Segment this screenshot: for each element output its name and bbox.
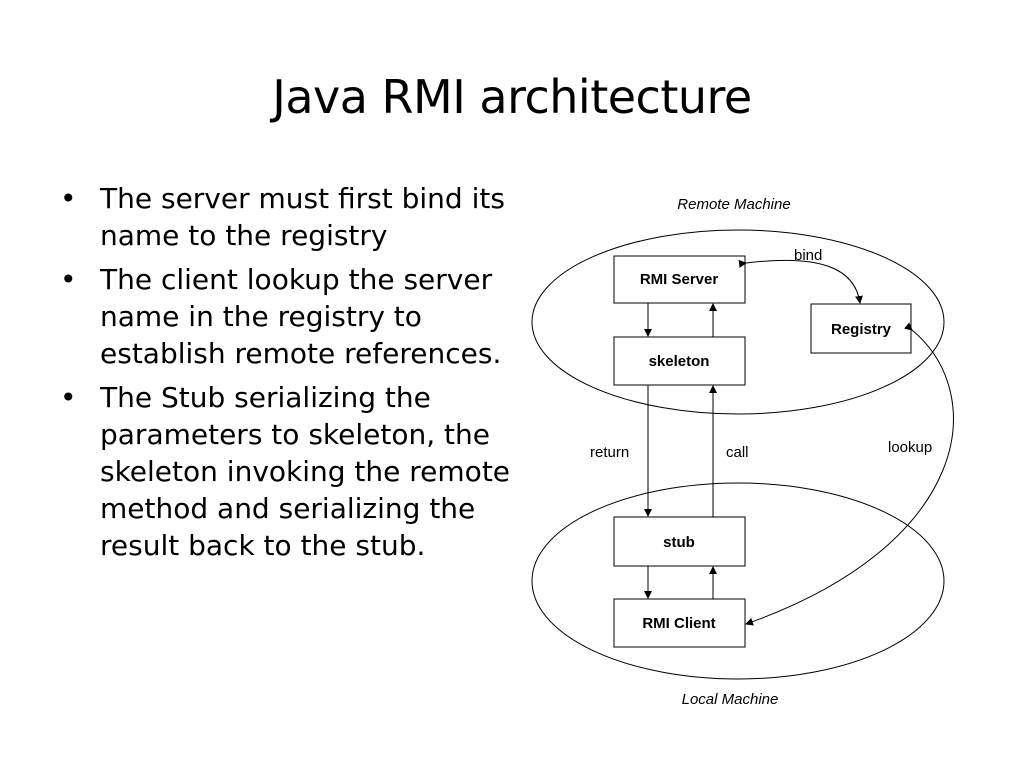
remote-machine-label: Remote Machine <box>677 196 790 213</box>
bullet-text: The server must first bind its name to t… <box>100 182 505 252</box>
stub-node: stub <box>613 516 746 567</box>
bullet-text: The Stub serializing the parameters to s… <box>100 381 511 562</box>
registry-node: Registry <box>810 303 912 354</box>
bullet-marker: • <box>60 263 77 296</box>
stub-label: stub <box>663 534 695 551</box>
rmi-server-node: RMI Server <box>613 255 746 304</box>
rmi-architecture-diagram: Remote Machine Local Machine RMI Server … <box>531 196 954 708</box>
bind-arrow <box>738 259 863 304</box>
bind-label: bind <box>794 247 822 264</box>
slide-title: Java RMI architecture <box>272 70 752 124</box>
bullet-item: • The server must first bind its name to… <box>58 180 528 254</box>
lookup-label: lookup <box>888 439 932 456</box>
rmi-server-label: RMI Server <box>640 271 719 288</box>
local-machine-region <box>531 482 945 680</box>
bullet-item: • The client lookup the server name in t… <box>58 261 528 372</box>
skeleton-label: skeleton <box>649 353 710 370</box>
bullet-item: • The Stub serializing the parameters to… <box>58 379 528 564</box>
remote-machine-region <box>531 229 945 415</box>
local-machine-label: Local Machine <box>682 691 779 708</box>
bullet-marker: • <box>60 381 77 414</box>
rmi-client-node: RMI Client <box>613 598 746 648</box>
return-label: return <box>590 444 629 461</box>
bullet-marker: • <box>60 182 77 215</box>
lookup-arrow <box>745 322 954 626</box>
bullet-text: The client lookup the server name in the… <box>100 263 502 370</box>
bullet-list: • The server must first bind its name to… <box>58 180 528 571</box>
rmi-client-label: RMI Client <box>642 615 715 632</box>
call-label: call <box>726 444 749 461</box>
skeleton-node: skeleton <box>613 336 746 386</box>
registry-label: Registry <box>831 321 892 338</box>
